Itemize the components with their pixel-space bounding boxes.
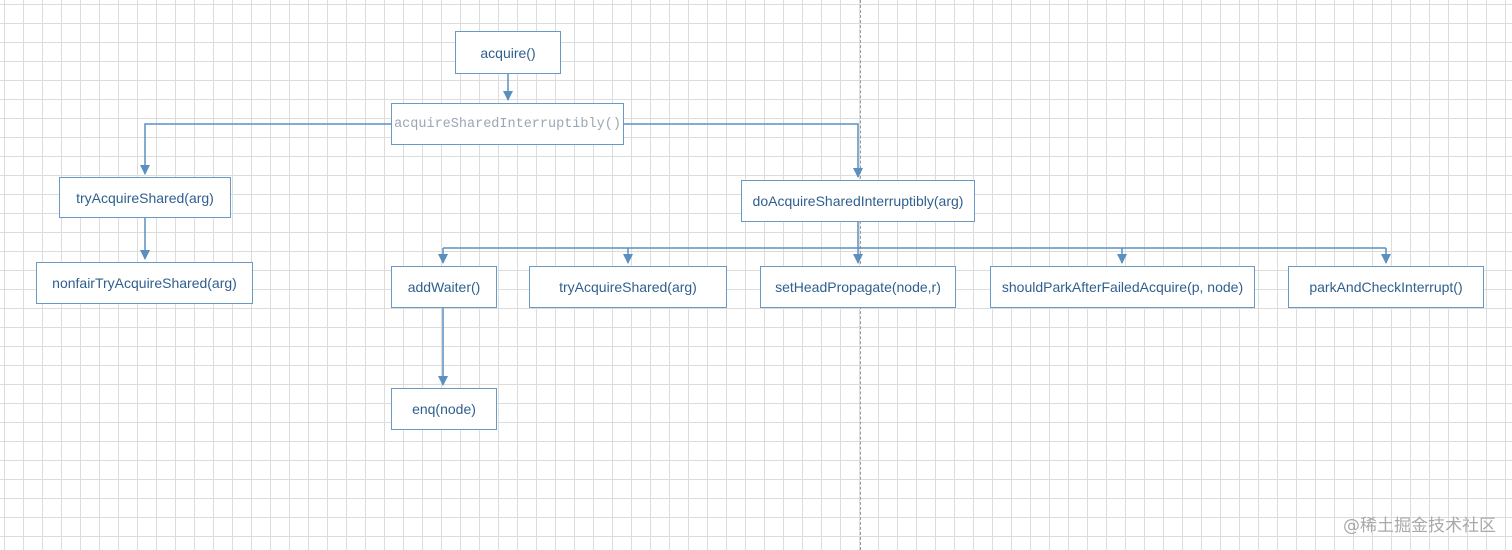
node-acquire[interactable]: acquire() bbox=[455, 31, 561, 74]
node-acquire-label: acquire() bbox=[480, 44, 536, 61]
node-add-waiter[interactable]: addWaiter() bbox=[391, 266, 497, 308]
node-should-park-after-failed-acquire[interactable]: shouldParkAfterFailedAcquire(p, node) bbox=[990, 266, 1255, 308]
node-enq[interactable]: enq(node) bbox=[391, 388, 497, 430]
node-enq-label: enq(node) bbox=[412, 401, 476, 417]
node-add-waiter-label: addWaiter() bbox=[407, 279, 481, 295]
node-park-and-check-interrupt-label: parkAndCheckInterrupt() bbox=[1309, 279, 1463, 295]
node-try-acquire-shared-left-label: tryAcquireShared(arg) bbox=[76, 189, 214, 206]
connector-asi-to-try-acquire-left bbox=[140, 123, 391, 175]
node-should-park-after-failed-acquire-label: shouldParkAfterFailedAcquire(p, node) bbox=[1001, 279, 1244, 295]
node-acquire-shared-interruptibly[interactable]: acquireSharedInterruptibly() bbox=[391, 103, 624, 145]
node-park-and-check-interrupt[interactable]: parkAndCheckInterrupt() bbox=[1288, 266, 1484, 308]
node-acquire-shared-interruptibly-label: acquireSharedInterruptibly() bbox=[394, 116, 621, 132]
connector-asi-to-do-asi bbox=[624, 123, 863, 178]
watermark: @稀土掘金技术社区 bbox=[1343, 516, 1496, 536]
node-set-head-propagate-label: setHeadPropagate(node,r) bbox=[775, 279, 941, 295]
node-do-acquire-shared-interruptibly-label: doAcquireSharedInterruptibly(arg) bbox=[752, 193, 964, 209]
node-try-acquire-shared-right[interactable]: tryAcquireShared(arg) bbox=[529, 266, 727, 308]
node-try-acquire-shared-right-label: tryAcquireShared(arg) bbox=[559, 279, 697, 295]
node-do-acquire-shared-interruptibly[interactable]: doAcquireSharedInterruptibly(arg) bbox=[741, 180, 975, 222]
node-nonfair-try-acquire-shared-label: nonfairTryAcquireShared(arg) bbox=[52, 275, 237, 291]
node-try-acquire-shared-left[interactable]: tryAcquireShared(arg) bbox=[59, 177, 231, 218]
node-set-head-propagate[interactable]: setHeadPropagate(node,r) bbox=[760, 266, 956, 308]
node-nonfair-try-acquire-shared[interactable]: nonfairTryAcquireShared(arg) bbox=[36, 262, 253, 304]
